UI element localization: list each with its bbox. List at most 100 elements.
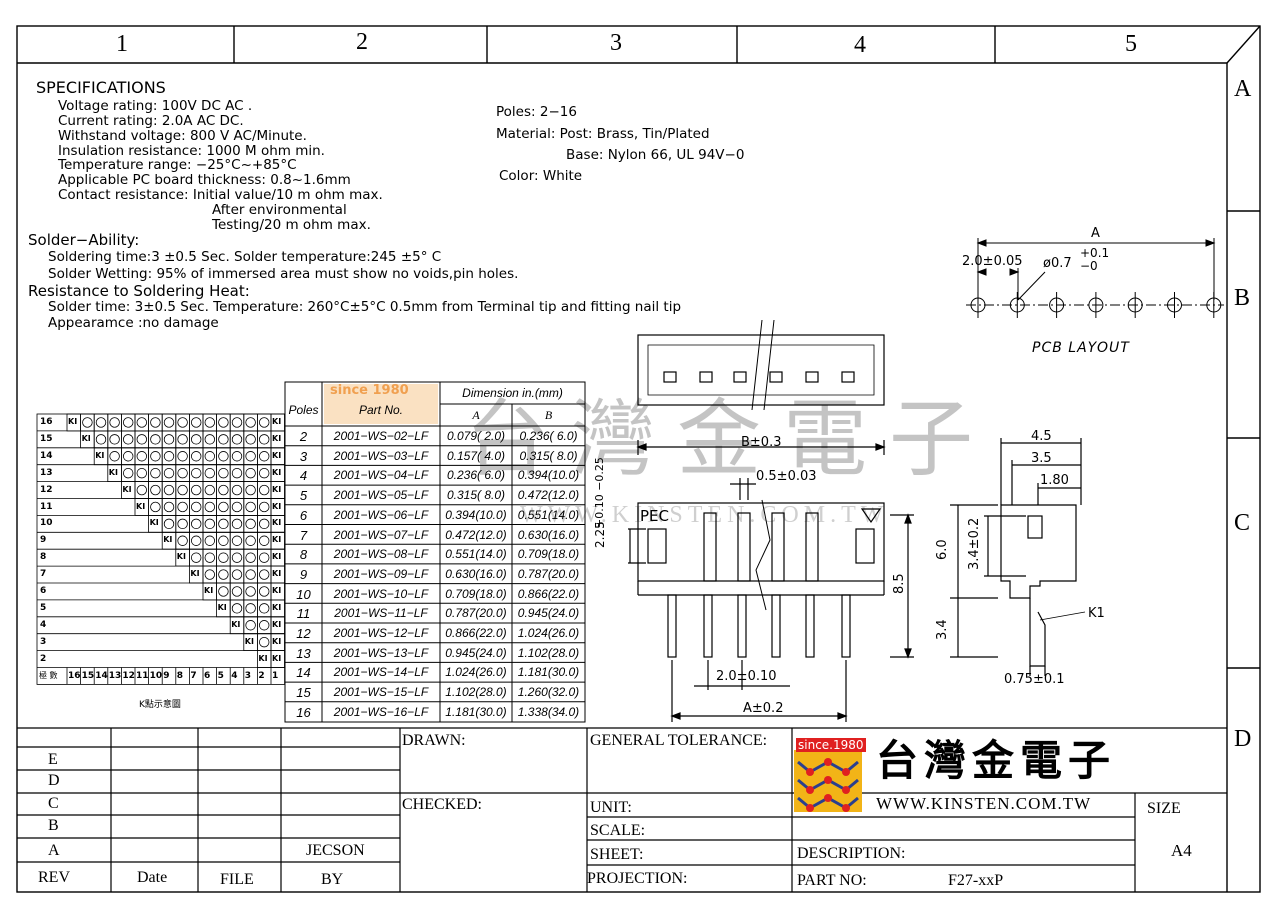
dim-cell-poles: 9 [299, 566, 308, 582]
pole-chart-k-mark: KI [272, 552, 282, 562]
date-label: Date [137, 869, 168, 886]
pole-chart-k-mark: KI [108, 467, 118, 477]
column-2-label: 2 [356, 29, 368, 55]
logo-cjk: 台灣金電子 [876, 736, 1117, 785]
dim-cell-a: 0.866(22.0) [445, 626, 507, 640]
pole-chart-contact [177, 535, 188, 546]
pole-chart-contact [218, 535, 229, 546]
pole-chart-k-mark: KI [244, 636, 254, 646]
frame-lines [16, 25, 1261, 893]
pole-chart-row-label: 2 [40, 653, 47, 664]
logo-mark [794, 750, 862, 812]
pole-chart-contact [231, 552, 243, 563]
pole-chart-k-mark: KI [149, 518, 159, 528]
pole-chart-k-mark: KI [190, 569, 200, 579]
pole-chart-k-mark: KI [231, 619, 241, 629]
rev-row-a: A [48, 842, 60, 859]
dim-cell-b: 1.260(32.0) [517, 685, 580, 700]
pole-chart-contact [190, 518, 202, 530]
dim-cell-a: 1.181(30.0) [445, 704, 507, 719]
pole-chart-contact [204, 552, 216, 563]
pole-chart-footer-num: 4 [231, 670, 238, 681]
spec-line: Current rating: 2.0A AC DC. [58, 113, 244, 129]
pole-chart-footer-num: 8 [176, 670, 184, 681]
front-pec: PEC [640, 507, 669, 525]
column-3-label: 3 [610, 30, 622, 56]
pole-chart-contact [231, 417, 243, 428]
dim-cell-b: 0.315( 8.0) [519, 448, 578, 463]
pole-chart-contact [204, 535, 216, 546]
pole-chart-contact [259, 484, 270, 496]
pole-chart-footer-num: 10 [149, 670, 163, 681]
dim-cell-a: 1.102(28.0) [445, 685, 507, 700]
pole-chart-contact [218, 434, 229, 445]
pole-chart-contact [259, 535, 270, 546]
spec-line: Testing/20 m ohm max. [212, 217, 371, 233]
logo-since: since.1980 [796, 738, 866, 752]
side-d4: 6.0 [935, 539, 950, 560]
pole-chart-row-label: 16 [40, 417, 53, 427]
pole-chart-contact [245, 451, 256, 462]
pole-chart-k-mark: KI [272, 467, 282, 477]
pole-chart-contact [218, 518, 229, 530]
dim-cell-part: 2001−WS−08−LF [333, 547, 429, 562]
pole-chart-contact [204, 484, 216, 496]
part-no-label: PART NO: [797, 872, 867, 889]
pole-chart-contact [259, 451, 270, 462]
pole-chart-contact [163, 467, 175, 479]
pole-chart-k-mark: KI [176, 552, 186, 562]
dim-cell-poles: 10 [296, 586, 311, 602]
dim-cell-b: 0.551(14.0) [517, 507, 580, 522]
dim-cell-a: 0.551(14.0) [445, 547, 507, 562]
pole-chart-contact [122, 417, 134, 428]
dim-cell-part: 2001−WS−14−LF [333, 665, 429, 680]
dim-cell-part: 2001−WS−12−LF [333, 626, 429, 640]
pole-chart-contact [150, 434, 161, 445]
pole-chart-footer-num: 14 [95, 670, 108, 681]
spec-line: After environmental [212, 202, 347, 218]
row-d-label: D [1234, 726, 1252, 752]
pole-chart-grid [36, 413, 286, 685]
pole-chart-contact [245, 620, 256, 631]
rev-row-c: C [48, 795, 59, 812]
pole-chart-row-label: 6 [40, 586, 47, 596]
row-c-label: C [1234, 510, 1251, 536]
spec-line: Applicable PC board thickness: 0.8~1.6mm [58, 172, 351, 188]
dim-cell-poles: 7 [299, 527, 308, 543]
pole-chart-row-label: 13 [40, 467, 53, 478]
pole-chart-contact [218, 501, 229, 513]
dim-cell-poles: 11 [296, 606, 311, 622]
logo-url: WWW.KINSTEN.COM.TW [876, 794, 1092, 813]
rev-row-b: B [48, 817, 59, 834]
pole-chart-contact [150, 417, 161, 428]
side-d6: 3.4 [935, 619, 950, 640]
pole-chart-k-mark: KI [272, 619, 282, 629]
pole-chart-contact [231, 603, 243, 614]
pole-chart-contact [95, 434, 107, 445]
pole-chart-contact [177, 501, 188, 513]
pole-chart-row-label: 12 [40, 484, 53, 495]
front-pitch: 2.0±0.10 [716, 669, 777, 684]
dim-cell-a: 0.157( 4.0) [446, 448, 506, 463]
pole-chart-k-mark: KI [204, 586, 214, 595]
pole-chart-contact [245, 501, 256, 513]
pole-chart-footer-num: 6 [204, 670, 211, 681]
pole-chart-contact [136, 417, 148, 428]
pole-chart-contact [122, 451, 134, 462]
pole-chart-contact [231, 501, 243, 513]
pole-chart-contact [259, 636, 270, 648]
pole-chart-k-mark: KI [272, 586, 282, 595]
pcb-layout-title: PCB LAYOUT [1032, 340, 1130, 356]
scale-label: SCALE: [590, 822, 646, 839]
pole-chart-k-mark: KI [258, 653, 268, 663]
dim-cell-a: 0.630(16.0) [445, 566, 507, 581]
pole-chart-contact [231, 451, 243, 462]
pole-chart-k-mark: KI [272, 450, 282, 460]
pole-chart-footer-num: 16 [68, 670, 81, 681]
pole-chart-contact [136, 484, 148, 496]
pole-chart-contact [163, 501, 175, 513]
material-base: Base: Nylon 66, UL 94V−0 [566, 147, 745, 163]
pole-chart-contact [136, 434, 148, 445]
pole-chart-contact [109, 451, 120, 462]
dim-cell-poles: 3 [299, 448, 308, 464]
